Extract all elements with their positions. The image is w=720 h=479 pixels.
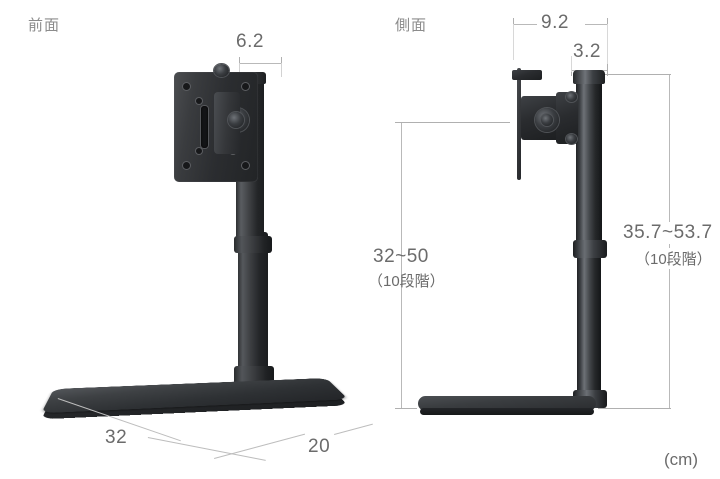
pivot-bracket-side — [556, 92, 578, 144]
pivot-screw-front — [228, 112, 244, 128]
vesa-hole-top-right — [242, 83, 249, 90]
tilt-knob-lower-side — [566, 134, 577, 144]
pole-lower-side — [577, 246, 601, 394]
vesa-hole-bottom-right — [242, 162, 249, 169]
dimension-front-base-width: 32 — [105, 427, 128, 448]
view-label-front: 前面 — [28, 17, 61, 34]
dimension-line-screen-height — [401, 122, 402, 408]
height-adjust-collar-side — [573, 240, 607, 258]
dimension-side-pole-offset: 3.2 — [573, 41, 601, 62]
vesa-hole-bottom-left — [183, 162, 190, 169]
dimension-tick-top-pole-height — [605, 74, 671, 75]
extension-line-left-3-2 — [571, 56, 572, 72]
vesa-hole-top-left — [183, 83, 190, 90]
dimension-line-9-2-left — [513, 24, 537, 25]
dimension-side-screen-height: 32~50 — [373, 246, 429, 267]
dimension-tick-bottom-screen-height — [395, 408, 417, 409]
dimension-side-screen-height-steps: （10段階） — [368, 273, 445, 290]
dimension-front-base-depth: 20 — [308, 436, 331, 457]
extension-line-left-9-2 — [513, 24, 514, 60]
extension-line-right-6-2 — [281, 63, 282, 77]
dimension-side-pole-height: 35.7~53.7 — [621, 222, 715, 244]
vesa-slot-left — [201, 106, 208, 148]
dimension-tick-bottom-pole-height — [598, 408, 671, 409]
height-adjust-collar-front — [234, 236, 272, 253]
pole-upper-side — [576, 78, 602, 246]
base-plate-edge-side — [420, 408, 594, 415]
dimension-front-bracket-depth: 6.2 — [236, 31, 264, 52]
base-plate-side — [418, 396, 596, 411]
dimension-line-9-2-right — [585, 24, 607, 25]
tilt-knob-upper-side — [566, 92, 577, 102]
quick-release-tab-side — [512, 70, 542, 80]
view-label-side: 側面 — [395, 17, 428, 34]
extension-line-right-9-2 — [607, 24, 608, 72]
dimension-line-base-depth-right — [334, 423, 373, 435]
dimension-line-base-depth-left — [214, 433, 306, 459]
pole-cap-side — [573, 70, 605, 84]
dimension-tick-top-screen-height — [395, 122, 510, 123]
vesa-hole-inner-bottom-left — [196, 148, 202, 154]
dimension-line-front-bracket-depth — [239, 63, 281, 64]
dimension-tick-right-3-2 — [607, 64, 608, 76]
dimension-side-pole-height-steps: （10段階） — [633, 248, 714, 269]
pivot-screw-side — [541, 114, 553, 126]
vesa-hole-inner-top-left — [196, 98, 202, 104]
column-outer-front — [238, 232, 268, 380]
dimension-side-total-depth: 9.2 — [541, 12, 569, 33]
extension-line-left-6-2 — [239, 63, 240, 77]
unit-label: (cm) — [664, 450, 698, 469]
tilt-knob-front — [214, 64, 229, 77]
vesa-plate-edge-side — [517, 68, 521, 180]
